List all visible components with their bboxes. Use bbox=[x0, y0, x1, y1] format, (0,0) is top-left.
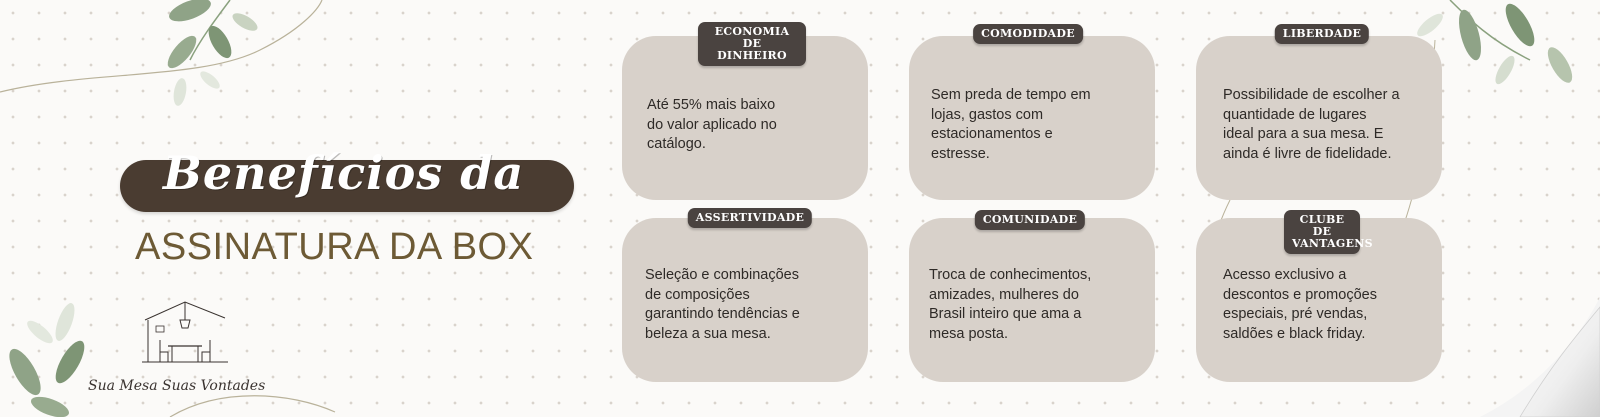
banner-subtitle: ASSINATURA DA BOX bbox=[135, 226, 534, 268]
badge-liberdade: LIBERDADE bbox=[1274, 24, 1370, 44]
leaf-branch-top-left-icon bbox=[0, 0, 323, 106]
badge-economia: ECONOMIA DE DINHEIRO bbox=[698, 22, 806, 66]
leaf-branch-bottom-left-icon bbox=[9, 303, 336, 417]
title-banner bbox=[120, 160, 574, 212]
card-text-assertividade: Seleção e combinações de composições gar… bbox=[645, 267, 800, 342]
card-liberdade bbox=[1196, 36, 1442, 200]
card-comodidade bbox=[909, 36, 1155, 200]
badge-comunidade: COMUNIDADE bbox=[974, 210, 1086, 230]
card-text-comunidade: Troca de conhecimentos, amizades, mulher… bbox=[929, 267, 1092, 342]
banner-title: Benefícios da bbox=[163, 146, 525, 200]
badge-comodidade: COMODIDADE bbox=[973, 24, 1083, 44]
badge-clube: CLUBE DE VANTAGENS bbox=[1284, 210, 1373, 254]
leaf-branch-top-right-icon bbox=[1417, 0, 1573, 85]
card-comunidade bbox=[909, 218, 1155, 382]
badge-assertividade: ASSERTIVIDADE bbox=[687, 208, 813, 228]
card-text-comodidade: Sem preda de tempo em lojas, gastos com … bbox=[931, 87, 1091, 162]
card-text-liberdade: Possibilidade de escolher a quantidade d… bbox=[1223, 87, 1400, 162]
card-text-economia: Até 55% mais baixo do valor aplicado no … bbox=[647, 97, 777, 152]
page-curl-icon bbox=[1480, 297, 1600, 417]
logo-caption: Sua Mesa Suas Vontades bbox=[88, 378, 266, 394]
table-lamp-icon bbox=[142, 301, 228, 363]
card-assertividade bbox=[622, 218, 868, 382]
card-text-clube: Acesso exclusivo a descontos e promoções… bbox=[1223, 267, 1377, 342]
